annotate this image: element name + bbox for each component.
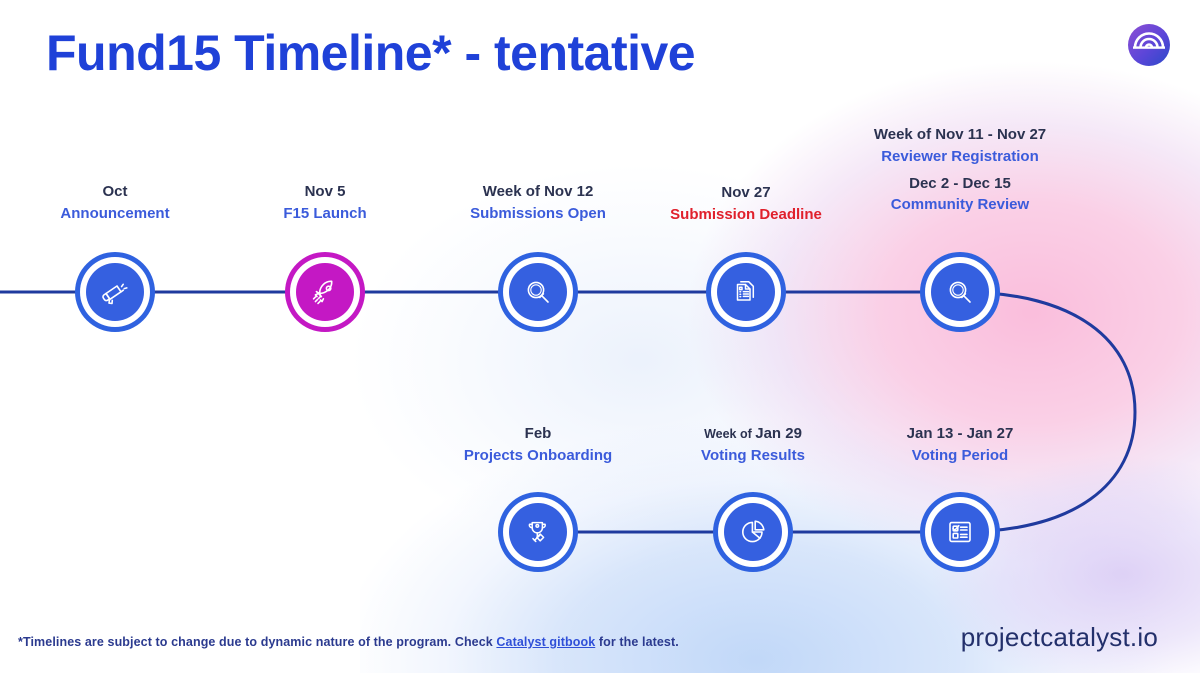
footnote: *Timelines are subject to change due to … (18, 635, 679, 649)
node-core (509, 503, 567, 561)
label-name: Submission Deadline (670, 205, 822, 223)
node-core (86, 263, 144, 321)
node-ring-gap (925, 497, 995, 567)
node-ring-gap (503, 497, 573, 567)
site-url: projectcatalyst.io (960, 622, 1158, 652)
label-name: Voting Period (911, 446, 1009, 464)
node-ring-gap (718, 497, 788, 567)
footnote-text-after: for the latest. (595, 635, 679, 649)
footnote-text-before: *Timelines are subject to change due to … (18, 635, 497, 649)
trophy-icon (522, 516, 554, 548)
timeline-node-announcement[interactable] (75, 252, 155, 332)
label-voting-period: Jan 13 - Jan 27 Voting Period (907, 424, 1014, 466)
label-date-main: Jan 29 (755, 425, 802, 442)
catalyst-gitbook-link[interactable]: Catalyst gitbook (496, 635, 596, 649)
node-core (931, 503, 989, 561)
timeline-node-submission-deadline[interactable] (706, 252, 786, 332)
node-ring-gap (711, 257, 781, 327)
label-name: Announcement (60, 204, 170, 222)
label-name: Projects Onboarding (463, 446, 613, 464)
label-extra-date: Week of Nov 11 - Nov 27 (873, 126, 1047, 143)
timeline-node-community-review[interactable] (920, 252, 1000, 332)
timeline-node-f15-launch[interactable] (285, 252, 365, 332)
label-date: Oct (102, 183, 128, 200)
rocket-icon (309, 276, 341, 308)
label-name: Community Review (890, 196, 1030, 214)
node-core (717, 263, 775, 321)
node-ring-gap (925, 257, 995, 327)
label-date: Feb (464, 424, 612, 444)
label-announcement: Oct Announcement (60, 182, 169, 224)
label-date: Week of Nov 12 (482, 183, 594, 200)
label-f15-launch: Nov 5 F15 Launch (283, 182, 366, 224)
timeline-node-submissions-open[interactable] (498, 252, 578, 332)
page-title: Fund15 Timeline* - tentative (46, 25, 696, 81)
node-core (931, 263, 989, 321)
label-name: Voting Results (701, 446, 805, 464)
label-date: Jan 13 - Jan 27 (907, 424, 1014, 444)
label-date-main: Jan 13 - Jan 27 (906, 425, 1014, 442)
megaphone-icon (99, 276, 131, 308)
label-date: Week of Jan 29 (701, 424, 805, 444)
label-extra-name: Reviewer Registration (881, 147, 1039, 165)
label-name: Submissions Open (470, 204, 606, 222)
node-core (724, 503, 782, 561)
label-voting-results: Week of Jan 29 Voting Results (701, 424, 805, 466)
node-core (509, 263, 567, 321)
project-catalyst-logo (1126, 22, 1172, 68)
checklist-icon (944, 516, 976, 548)
label-date: Dec 2 - Dec 15 (909, 174, 1011, 192)
label-projects-onboarding: Feb Projects Onboarding (464, 424, 612, 466)
node-core (296, 263, 354, 321)
node-ring-gap (503, 257, 573, 327)
label-date-main: Feb (524, 425, 552, 442)
label-date: Nov 27 (721, 184, 771, 201)
magnifier-icon (522, 276, 554, 308)
magnifier-icon (944, 276, 976, 308)
label-date-prefix: Week of (704, 427, 756, 441)
label-date: Nov 5 (304, 183, 346, 200)
timeline-node-projects-onboarding[interactable] (498, 492, 578, 572)
documents-icon (730, 276, 762, 308)
label-name: F15 Launch (283, 204, 367, 222)
node-ring-gap (80, 257, 150, 327)
node-ring-gap (290, 257, 360, 327)
timeline-node-voting-results[interactable] (713, 492, 793, 572)
label-reviewer-registration-and-community-review: Week of Nov 11 - Nov 27 Reviewer Registr… (874, 125, 1046, 215)
pie-chart-icon (737, 516, 769, 548)
label-submissions-open: Week of Nov 12 Submissions Open (470, 182, 606, 224)
label-submission-deadline: Nov 27 Submission Deadline (670, 183, 822, 225)
timeline-node-voting-period[interactable] (920, 492, 1000, 572)
